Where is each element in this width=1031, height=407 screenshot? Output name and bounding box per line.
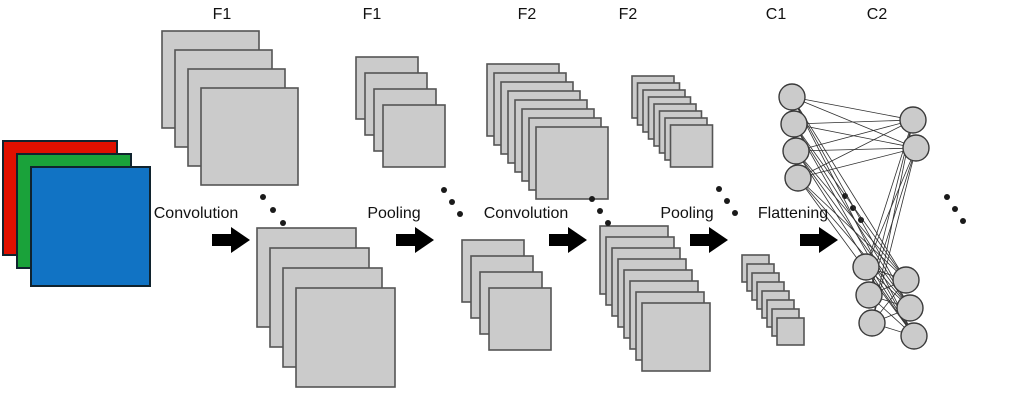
fc-edge — [795, 150, 907, 281]
fc-edge — [797, 119, 914, 179]
fc-edge — [793, 123, 907, 281]
arrow-flattening-5 — [800, 227, 838, 253]
fc-edge — [797, 177, 907, 281]
stack-f1-pool-top — [355, 56, 446, 168]
dot — [952, 206, 958, 212]
feature-map — [641, 302, 711, 372]
fc-edge — [793, 123, 917, 149]
dot — [280, 220, 286, 226]
dot — [589, 196, 595, 202]
column-label-f1-pool: F1 — [363, 6, 382, 23]
fc-edge — [791, 96, 914, 121]
feature-map — [669, 124, 714, 168]
arrow-pooling-2 — [396, 227, 434, 253]
stack-c1-flattened — [741, 254, 805, 346]
fc-edge — [791, 96, 917, 149]
fc-edge — [797, 147, 917, 179]
feature-map — [200, 87, 299, 186]
f1-dots — [260, 194, 286, 226]
dot — [960, 218, 966, 224]
op-label-pooling-1: Pooling — [367, 205, 420, 222]
input-channel-blue — [30, 166, 151, 287]
fc-node — [899, 106, 927, 134]
f2-pool-dots — [716, 186, 738, 216]
f1-pool-dots — [441, 187, 463, 217]
op-label-flattening: Flattening — [758, 205, 828, 222]
dot — [260, 194, 266, 200]
dot — [449, 199, 455, 205]
feature-map — [776, 317, 805, 346]
arrow-convolution-3 — [549, 227, 587, 253]
stack-f1-pool-bottom — [461, 239, 552, 351]
dot — [441, 187, 447, 193]
operation-arrows — [212, 227, 838, 253]
fc-node — [855, 281, 883, 309]
feature-map — [535, 126, 609, 200]
op-label-convolution-1: Convolution — [154, 205, 239, 222]
fc-node — [892, 266, 920, 294]
fc-node — [780, 110, 808, 138]
fc-edge — [793, 123, 915, 337]
fc-node — [900, 322, 928, 350]
fc-edge — [793, 123, 911, 309]
dot — [457, 211, 463, 217]
feature-map — [295, 287, 396, 388]
fc-node — [858, 309, 886, 337]
dot — [605, 220, 611, 226]
fc-edge — [795, 147, 917, 152]
dot — [944, 194, 950, 200]
fc-nodes — [778, 83, 930, 350]
fc-node — [782, 137, 810, 165]
column-label-f1-conv: F1 — [213, 6, 232, 23]
column-label-f2-pool: F2 — [619, 6, 638, 23]
dot — [732, 210, 738, 216]
dot — [597, 208, 603, 214]
f2-dots — [589, 196, 611, 226]
stack-f2-conv-bottom — [599, 225, 711, 372]
feature-map — [382, 104, 446, 168]
arrow-convolution-1 — [212, 227, 250, 253]
fc-node — [852, 253, 880, 281]
stack-f1-conv-bottom — [256, 227, 396, 388]
dot — [716, 186, 722, 192]
fc-node — [778, 83, 806, 111]
column-label-c1: C1 — [766, 6, 787, 23]
op-label-pooling-2: Pooling — [660, 205, 713, 222]
stack-f2-conv-top — [486, 63, 609, 200]
fc-node — [784, 164, 812, 192]
feature-map-stacks — [161, 30, 805, 388]
column-label-f2-conv: F2 — [518, 6, 537, 23]
fc-edge — [791, 96, 911, 309]
op-label-convolution-2: Convolution — [484, 205, 569, 222]
fc-edge — [793, 119, 914, 125]
fc-edge — [795, 119, 914, 152]
fc-edge — [795, 150, 915, 337]
input-image — [2, 140, 151, 287]
ellipsis-dots — [260, 186, 966, 226]
column-label-c2: C2 — [867, 6, 888, 23]
fc-node — [902, 134, 930, 162]
fc-node — [896, 294, 924, 322]
stack-f1-conv-top — [161, 30, 299, 186]
stack-f2-pool-top — [631, 75, 714, 168]
dot — [724, 198, 730, 204]
c2-dots — [944, 194, 966, 224]
feature-map — [488, 287, 552, 351]
fc-edge — [797, 177, 915, 337]
arrow-pooling-4 — [690, 227, 728, 253]
labels: F1 F1 F2 F2 C1 C2 Convolution Pooling Co… — [154, 6, 888, 222]
dot — [270, 207, 276, 213]
fully-connected-network — [778, 83, 930, 350]
